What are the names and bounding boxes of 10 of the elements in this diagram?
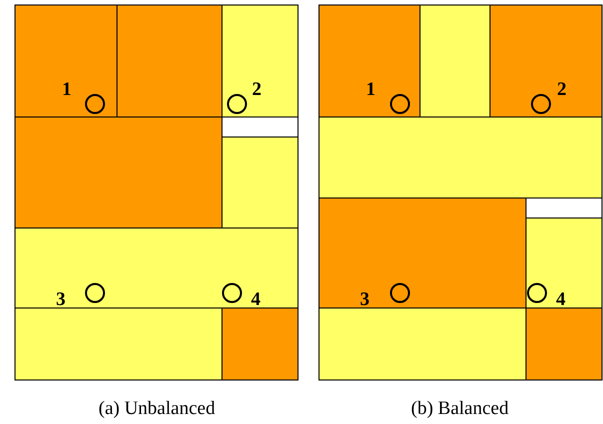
callout-number: 4 <box>556 290 566 309</box>
callout-number: 1 <box>366 80 376 99</box>
callout-number: 2 <box>557 80 566 99</box>
callout-number: 3 <box>56 290 66 309</box>
callout-number: 4 <box>251 290 260 309</box>
figure-caption: (a) Unbalanced <box>98 399 216 418</box>
callout-number: 3 <box>360 290 370 309</box>
figure-caption: (b) Balanced <box>411 399 509 418</box>
callout-number: 1 <box>62 80 72 99</box>
callout-number: 2 <box>252 80 262 99</box>
